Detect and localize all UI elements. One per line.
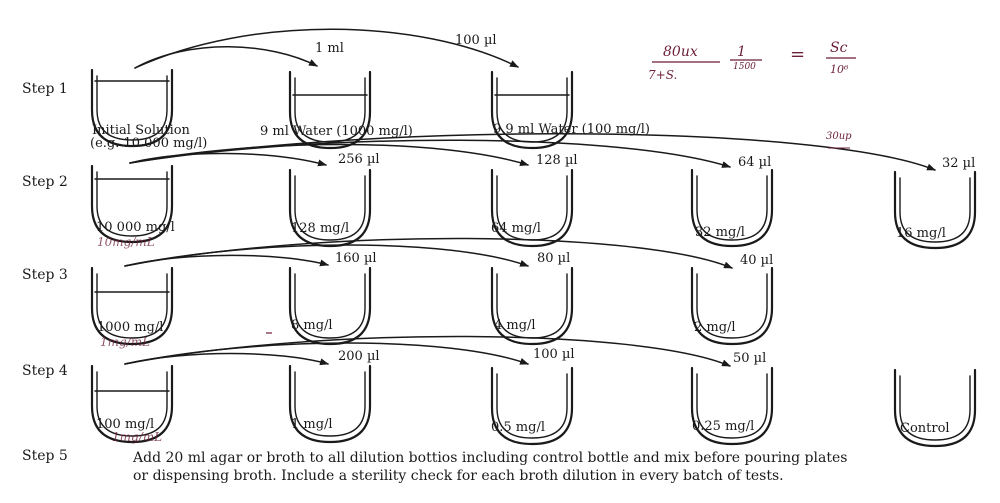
transfer-volume: 100 µl: [455, 33, 497, 48]
beaker-label: 10 000 mg/l: [96, 220, 175, 235]
beaker-label: 9 ml Water (1000 mg/l): [260, 124, 413, 139]
transfer-arrow: [134, 28, 519, 69]
beaker-label: 128 mg/l: [291, 221, 349, 236]
beaker: [90, 364, 174, 444]
step-2-label: Step 2: [22, 174, 68, 190]
transfer-arrow: [124, 237, 733, 269]
step-5-instruction-line-1: Add 20 ml agar or broth to all dilution …: [132, 450, 847, 466]
step-3-label: Step 3: [22, 267, 68, 283]
transfer-volume: 40 µl: [740, 253, 773, 268]
transfer-volume: 100 µl: [533, 347, 575, 362]
transfer-volume: 160 µl: [335, 251, 377, 266]
handwritten-formula: 80ux 1 7+S. 1500 = Sc 10⁶: [648, 40, 856, 82]
transfer-arrow: [129, 133, 936, 171]
beaker: [490, 70, 574, 150]
beaker-label: 0.5 mg/l: [491, 420, 545, 435]
beaker-label: 8 mg/l: [291, 318, 333, 333]
beaker-label: 100 mg/l: [96, 417, 154, 432]
formula-frac-num: 1: [737, 44, 746, 60]
transfer-volume: 64 µl: [738, 155, 771, 170]
beaker-sublabel: (e.g. 10 000 mg/l): [90, 136, 207, 151]
formula-frac-den: 1500: [733, 62, 756, 72]
formula-top-left: 80ux: [663, 44, 698, 60]
beaker-label: 4 mg/l: [494, 318, 536, 333]
transfer-volume: 200 µl: [338, 349, 380, 364]
step-5-label: Step 5: [22, 448, 68, 464]
formula-rhs-num: Sc: [830, 40, 848, 56]
transfer-volume: 256 µl: [338, 152, 380, 167]
beaker: [90, 266, 174, 346]
transfer-volume: 50 µl: [733, 351, 766, 366]
beaker-label: 32 mg/l: [695, 225, 745, 240]
formula-bottom-left: 7+S.: [648, 68, 677, 82]
handwritten-note: 10mg/mL: [97, 235, 155, 249]
beaker-label: 0.25 mg/l: [692, 419, 754, 434]
transfer-volume: 128 µl: [536, 153, 578, 168]
beaker: [90, 164, 174, 244]
beaker-label: Control: [900, 421, 950, 436]
beaker-label: Initial Solution: [92, 123, 191, 138]
beaker-label: 1 mg/l: [291, 417, 333, 432]
transfer-volume: 1 ml: [315, 41, 344, 56]
handwritten-note: 1mg/mL: [112, 430, 162, 444]
formula-rhs-den: 10⁶: [830, 63, 849, 76]
beaker-label: 1000 mg/l: [97, 320, 163, 335]
step-1-label: Step 1: [22, 81, 68, 97]
beaker-label: 64 mg/l: [491, 221, 541, 236]
formula-equals: =: [790, 44, 805, 65]
beaker-label: 2 mg/l: [694, 320, 736, 335]
transfer-volume: 32 µl: [942, 156, 975, 171]
beaker: [90, 68, 174, 148]
step-5-instruction-line-2: or dispensing broth. Include a sterility…: [133, 468, 784, 484]
beaker: [288, 70, 372, 150]
beaker-label: 16 mg/l: [896, 226, 946, 241]
step-4-label: Step 4: [22, 363, 68, 379]
handwritten-note: 30up: [826, 131, 852, 142]
handwritten-note: 1mg/mL: [100, 335, 150, 349]
transfer-volume: 80 µl: [537, 251, 570, 266]
transfer-arrow: [124, 335, 731, 367]
